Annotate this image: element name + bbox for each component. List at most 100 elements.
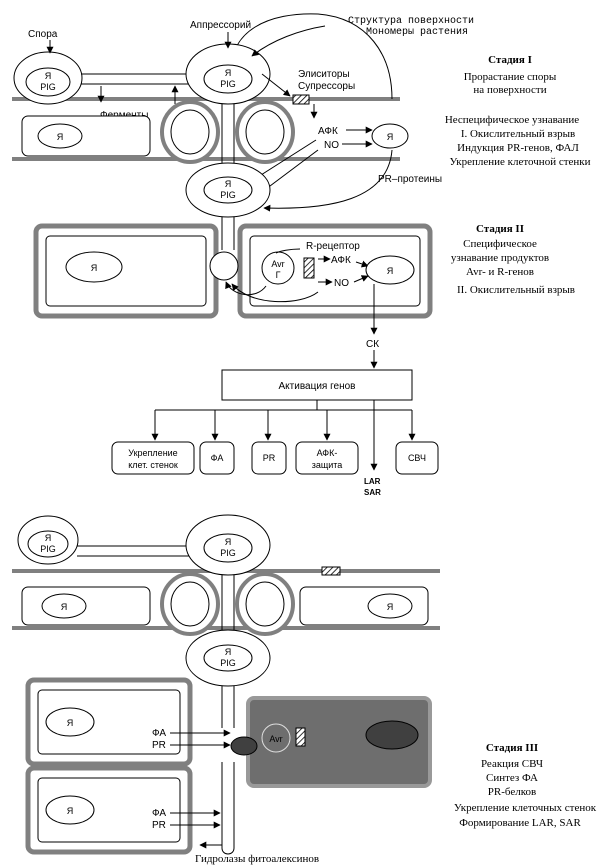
avr-3-label: Avr	[269, 734, 282, 744]
strengthen-line-2: клет. стенок	[128, 460, 178, 470]
pr-proteins-arrow	[263, 149, 393, 212]
fa-label-2: ФА	[152, 808, 166, 819]
stage-2-line: Специфическое	[463, 238, 537, 250]
plant-cell-2-nucleus-label: Я	[91, 263, 98, 273]
fa-box-label: ФА	[211, 453, 224, 463]
plant-cell-6-inner	[37, 777, 181, 843]
stage-2-figure: Я Avr Г R-рецептор АФК NO Я СК Активация…	[33, 223, 439, 497]
plant-nucleus-1-label: Я	[387, 132, 394, 142]
lar-label: LAR	[364, 477, 381, 486]
stage-1-line: Неспецифическое узнавание	[445, 114, 579, 126]
pr-box-label: PR	[263, 453, 276, 463]
gene-activation-label: Активация генов	[279, 381, 356, 392]
stage-2-line: Avr- и R-генов	[466, 266, 534, 278]
r-receptor-label: R-рецептор	[306, 241, 360, 252]
afk-label-1: АФК	[318, 126, 338, 137]
haustorium	[209, 251, 239, 281]
stage-3-title: Стадия III	[486, 742, 538, 754]
germ-tube	[81, 73, 190, 85]
appressorium-pig-label: PIG	[220, 79, 236, 89]
stage-1-line: Укрепление клеточной стенки	[449, 156, 590, 168]
plant-monomers-label: Мономеры растения	[366, 27, 468, 38]
pr-label-2: PR	[152, 820, 166, 831]
svch-box	[395, 441, 439, 475]
spore-nucleus-label: Я	[45, 71, 52, 81]
fa-box	[199, 441, 235, 475]
hypha	[221, 217, 235, 250]
vesicle-pig-label: PIG	[220, 190, 236, 200]
plant-cell-2-nucleus	[65, 251, 123, 283]
stage-2-title: Стадия II	[476, 223, 524, 235]
r-receptor-3	[295, 727, 306, 747]
stage-1-line: Прорастание споры	[464, 71, 557, 83]
hydrolases-label: Гидролазы фитоалексинов	[195, 853, 319, 865]
stage-3-line: Укрепление клеточных стенок	[454, 802, 597, 814]
feedback-arrow-1	[225, 281, 267, 296]
no-arrow-2	[353, 275, 369, 283]
stage-3-text: Стадия III Реакция СВЧ Синтез ФА PR-белк…	[454, 742, 597, 829]
elicitor-arrow	[261, 73, 291, 97]
r-receptor-connector	[275, 248, 301, 254]
pr-label-1: PR	[152, 740, 166, 751]
surface-structure-label: Структура поверхности	[348, 16, 474, 27]
pr-proteins-label: PR–протеины	[378, 174, 442, 185]
stage-3-line: Реакция СВЧ	[481, 758, 543, 770]
stage-3-figure: Я PIG Я PIG Я Я Я PIG Я Я Avr	[12, 514, 440, 865]
appressorium-3-nucleus-label: Я	[225, 537, 232, 547]
stage-3-line: Формирование LAR, SAR	[459, 817, 581, 829]
elicitor-receptor-3	[321, 566, 341, 576]
spore-nucleus	[25, 67, 71, 97]
penetration-tube	[221, 104, 235, 170]
stage-1-line: на поверхности	[473, 84, 546, 96]
stage-1-text: Стадия I Прорастание споры на поверхност…	[445, 54, 591, 168]
guard-cell-left-inner	[170, 109, 210, 155]
strengthen-line-1: Укрепление	[128, 448, 177, 458]
fa-label-1: ФА	[152, 728, 166, 739]
afk-arrow-2	[355, 260, 369, 268]
guard-cell-right-3-inner	[245, 581, 285, 627]
stage-2-line: узнавание продуктов	[451, 252, 549, 264]
elicitors-label: Элиситоры	[298, 69, 350, 80]
stage-1-figure: Я PIG Спора Я PIG Аппрессорий Структура …	[12, 13, 474, 250]
plant-cell-4-nucleus-label: Я	[387, 602, 394, 612]
plant-nucleus-2-label: Я	[387, 266, 394, 276]
vesicle-nucleus	[203, 176, 253, 204]
suppressors-label: Супрессоры	[298, 81, 355, 92]
plant-cell-1-nucleus	[37, 123, 83, 149]
infected-cell-inner	[249, 235, 421, 307]
spore-label: Спора	[28, 29, 58, 40]
guard-cell-right-inner	[245, 109, 285, 155]
stage-3-line: PR-белков	[488, 786, 536, 798]
hypha-3-lower	[221, 762, 235, 855]
appressorium-label: Аппрессорий	[190, 20, 251, 31]
feedback-arrow-2	[231, 283, 319, 303]
stage-2-line: II. Окислительный взрыв	[457, 284, 575, 296]
appressorium-3-pig-label: PIG	[220, 548, 236, 558]
svch-box-label: СВЧ	[408, 453, 426, 463]
stage-1-title: Стадия I	[488, 54, 532, 66]
sar-label: SAR	[364, 488, 381, 497]
afk-box-line-2: защита	[312, 460, 343, 470]
elicitor-receptor	[292, 94, 310, 105]
spore-3-nucleus	[27, 530, 69, 558]
ck-label: СК	[366, 339, 379, 350]
vesicle-3-nucleus-label: Я	[225, 647, 232, 657]
plant-cell-3-nucleus	[41, 593, 87, 619]
plant-cell-4-nucleus	[367, 593, 413, 619]
no-label-2: NO	[334, 278, 349, 289]
r-receptor	[303, 257, 315, 279]
vesicle-nucleus-label: Я	[225, 179, 232, 189]
plant-nucleus-2	[365, 255, 415, 285]
haustorium-3	[230, 736, 258, 756]
no-to-hypha-arrow	[261, 149, 319, 193]
gamma-label: Г	[276, 270, 281, 280]
pr-box	[251, 441, 287, 475]
plant-cell-5-nucleus	[45, 707, 95, 737]
vesicle-3-nucleus	[203, 644, 253, 672]
appressorium-nucleus-label: Я	[225, 68, 232, 78]
penetration-tube-3	[221, 575, 235, 632]
dead-cell-nucleus	[365, 720, 419, 750]
afk-box-line-1: АФК-	[317, 448, 338, 458]
strengthen-box	[111, 441, 195, 475]
